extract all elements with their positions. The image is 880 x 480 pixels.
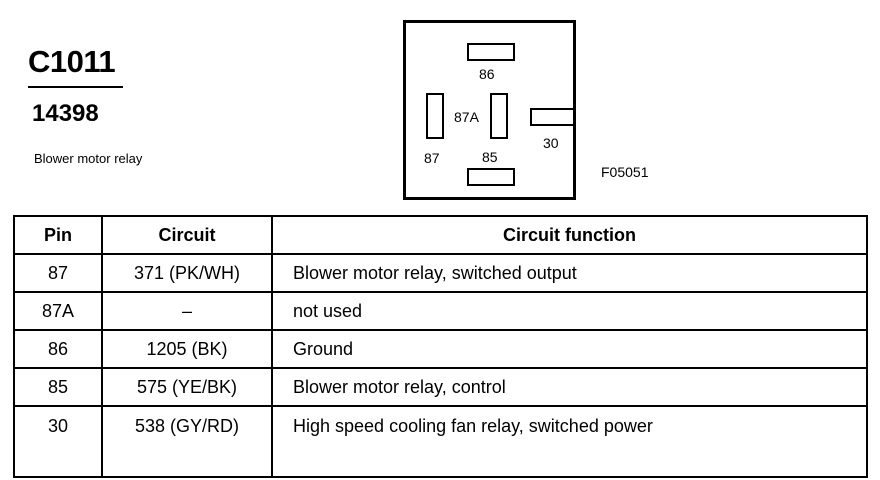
header-circuit-function: Circuit function	[271, 215, 868, 255]
bottom-terminal	[467, 168, 515, 186]
pin-30-terminal	[530, 108, 575, 126]
pin-cell: 86	[13, 329, 103, 369]
pin-label-30: 30	[543, 135, 559, 151]
function-cell: Blower motor relay, control	[271, 367, 868, 407]
connector-description: Blower motor relay	[34, 151, 143, 166]
header-circuit: Circuit	[101, 215, 273, 255]
pin-label-85: 85	[482, 149, 498, 165]
pin-85-terminal	[490, 93, 508, 139]
title-underline	[28, 86, 123, 88]
pin-label-87a: 87A	[454, 109, 479, 125]
connector-id: C1011	[28, 44, 116, 79]
circuit-cell: 575 (YE/BK)	[101, 367, 273, 407]
pin-cell: 30	[13, 405, 103, 478]
pin-87-terminal	[426, 93, 444, 139]
circuit-cell: 1205 (BK)	[101, 329, 273, 369]
relay-connector-diagram: 86 87 87A 85 30	[403, 20, 576, 200]
figure-code: F05051	[601, 164, 649, 180]
function-cell: not used	[271, 291, 868, 331]
circuit-cell: –	[101, 291, 273, 331]
pin-label-86: 86	[479, 66, 495, 82]
table-header-row: Pin Circuit Circuit function	[13, 215, 868, 255]
table-row: 85 575 (YE/BK) Blower motor relay, contr…	[13, 367, 868, 407]
header-pin: Pin	[13, 215, 103, 255]
table-row: 86 1205 (BK) Ground	[13, 329, 868, 369]
pin-cell: 85	[13, 367, 103, 407]
pinout-table: Pin Circuit Circuit function 87 371 (PK/…	[13, 215, 868, 478]
table-row: 87 371 (PK/WH) Blower motor relay, switc…	[13, 253, 868, 293]
pin-86-terminal	[467, 43, 515, 61]
pin-cell: 87	[13, 253, 103, 293]
circuit-cell: 538 (GY/RD)	[101, 405, 273, 478]
circuit-cell: 371 (PK/WH)	[101, 253, 273, 293]
table-row: 87A – not used	[13, 291, 868, 331]
table-row: 30 538 (GY/RD) High speed cooling fan re…	[13, 405, 868, 478]
function-cell: Ground	[271, 329, 868, 369]
function-cell: Blower motor relay, switched output	[271, 253, 868, 293]
pin-label-87: 87	[424, 150, 440, 166]
function-cell: High speed cooling fan relay, switched p…	[271, 405, 868, 478]
pin-cell: 87A	[13, 291, 103, 331]
part-number: 14398	[32, 100, 99, 127]
